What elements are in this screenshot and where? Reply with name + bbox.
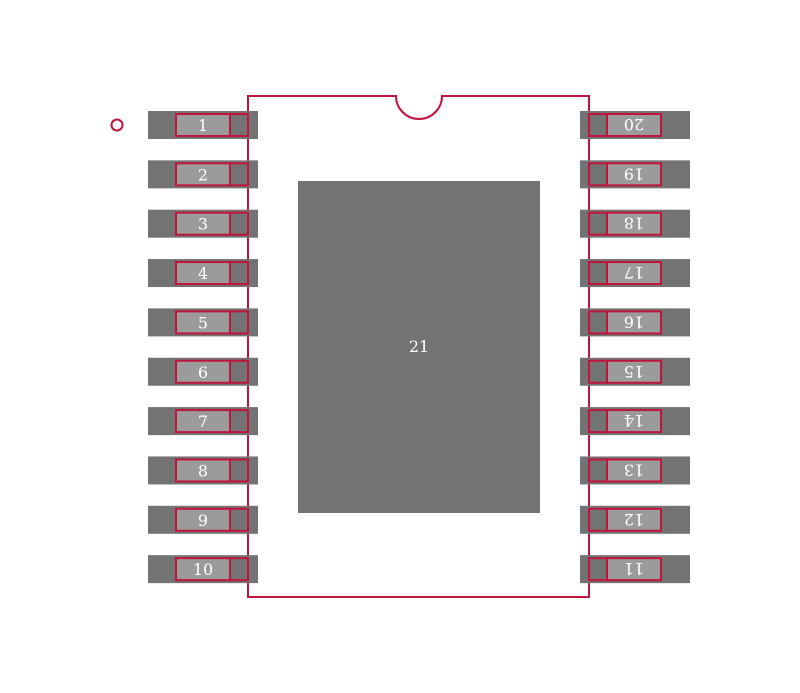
pad-left-8: 8 xyxy=(148,456,258,485)
pad-label-box xyxy=(606,113,662,137)
pad-label-box xyxy=(606,409,662,434)
pad-right-19: 19 xyxy=(580,160,690,189)
pad-left-4: 4 xyxy=(148,259,258,288)
pad-label-box xyxy=(606,359,662,384)
pad-right-12: 12 xyxy=(580,505,690,534)
pad-right-17: 17 xyxy=(580,259,690,288)
pad-left-5: 5 xyxy=(148,308,258,337)
pad-number: 6 xyxy=(198,363,208,382)
lead-outline xyxy=(229,557,249,582)
left-pad-row: 1 2 3 4 5 6 7 8 9 10 xyxy=(148,111,258,584)
pad-label-box xyxy=(606,557,662,582)
lead-outline xyxy=(229,211,249,236)
pad-number: 15 xyxy=(624,362,644,381)
pad-right-16: 16 xyxy=(580,308,690,337)
pad-left-7: 7 xyxy=(148,407,258,436)
pad-left-3: 3 xyxy=(148,209,258,238)
pad-number: 9 xyxy=(198,511,208,530)
pad-right-15: 15 xyxy=(580,357,690,386)
pad-label-box xyxy=(606,507,662,532)
lead-outline xyxy=(229,359,249,384)
pad-number: 19 xyxy=(624,164,644,183)
pad-label-box xyxy=(606,261,662,286)
pad-number: 7 xyxy=(198,412,208,431)
lead-outline xyxy=(229,507,249,532)
pad-right-11: 11 xyxy=(580,555,690,584)
pad-number: 12 xyxy=(624,510,644,529)
pad-number: 17 xyxy=(624,263,644,282)
lead-outline xyxy=(229,162,249,187)
pad-left-6: 6 xyxy=(148,357,258,386)
pad-right-13: 13 xyxy=(580,456,690,485)
pad-label-box xyxy=(606,310,662,335)
package-outline xyxy=(247,95,590,598)
thermal-pad xyxy=(298,181,540,513)
pad-number: 13 xyxy=(624,460,644,479)
pad-number: 8 xyxy=(198,461,208,480)
lead-outline xyxy=(229,113,249,137)
pad-number: 16 xyxy=(624,312,644,331)
pad-left-2: 2 xyxy=(148,160,258,189)
pad-number: 2 xyxy=(198,165,208,184)
lead-outline xyxy=(229,458,249,483)
pad-number: 11 xyxy=(624,559,644,578)
pad-right-20: 20 xyxy=(580,111,690,139)
pad-number: 14 xyxy=(624,411,644,430)
pad-label-box xyxy=(606,211,662,236)
pad-number: 20 xyxy=(624,115,644,134)
pad-label-box xyxy=(606,458,662,483)
lead-outline xyxy=(229,261,249,286)
pad-left-1: 1 xyxy=(148,111,258,139)
pin1-indicator-icon xyxy=(110,118,124,132)
pad-number: 18 xyxy=(624,214,644,233)
right-pad-row: 20 19 18 17 16 15 14 13 12 11 xyxy=(580,111,690,584)
pad-label-box xyxy=(606,162,662,187)
lead-outline xyxy=(229,310,249,335)
pad-number: 1 xyxy=(198,116,208,135)
pad-number: 10 xyxy=(193,560,213,579)
lead-outline xyxy=(229,409,249,434)
thermal-pad-label: 21 xyxy=(409,337,429,356)
pad-right-18: 18 xyxy=(580,209,690,238)
pad-number: 4 xyxy=(198,264,208,283)
pad-number: 5 xyxy=(198,313,208,332)
pad-number: 3 xyxy=(198,215,208,234)
pad-left-10: 10 xyxy=(148,555,258,584)
pad-left-9: 9 xyxy=(148,505,258,534)
pad-right-14: 14 xyxy=(580,407,690,436)
